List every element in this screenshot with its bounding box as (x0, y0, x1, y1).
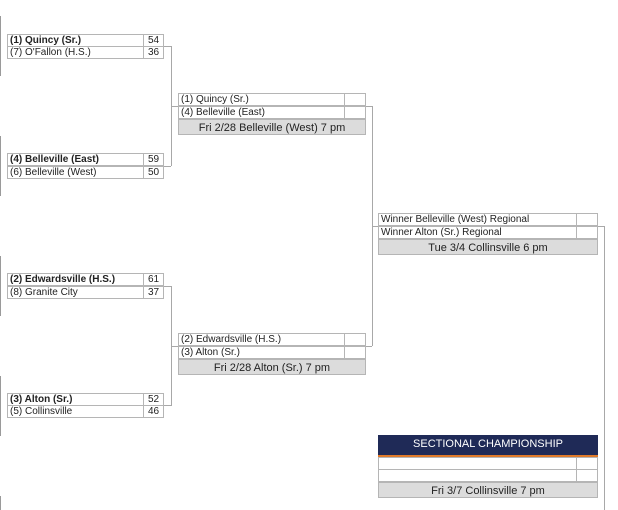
bracket-connector (366, 106, 372, 107)
team-name: Winner Belleville (West) Regional (381, 214, 530, 225)
bracket-connector (171, 106, 178, 107)
team-score: 52 (143, 394, 163, 405)
team-name: Winner Alton (Sr.) Regional (381, 227, 502, 238)
left-edge-bar (0, 376, 1, 436)
team-name: (5) Collinsville (10, 406, 73, 417)
championship-banner: SECTIONAL CHAMPIONSHIP (378, 435, 598, 457)
bracket-connector (604, 226, 605, 510)
sectional-slot-top[interactable]: Winner Belleville (West) Regional (378, 213, 598, 226)
team-score (576, 227, 597, 238)
team-score: 54 (143, 35, 163, 46)
semi1-game-info: Fri 2/28 Belleville (West) 7 pm (178, 119, 366, 135)
team-score (576, 458, 597, 469)
team-name: (2) Edwardsville (H.S.) (181, 334, 282, 345)
round1-slot-ofallon[interactable]: (7) O'Fallon (H.S.) 36 (7, 46, 164, 59)
team-score: 50 (143, 167, 163, 178)
team-score: 46 (143, 406, 163, 417)
championship-slot-bottom[interactable] (378, 469, 598, 482)
team-score: 37 (143, 287, 163, 298)
left-edge-bar (0, 136, 1, 196)
sectional-game-info: Tue 3/4 Collinsville 6 pm (378, 239, 598, 255)
round1-slot-granite-city[interactable]: (8) Granite City 37 (7, 286, 164, 299)
round1-slot-belleville-east[interactable]: (4) Belleville (East) 59 (7, 153, 164, 166)
semi2-slot-bottom[interactable]: (3) Alton (Sr.) (178, 346, 366, 359)
bracket-connector (366, 346, 372, 347)
bracket-connector (164, 166, 171, 167)
team-score (576, 470, 597, 481)
bracket-connector (164, 46, 171, 47)
semi1-slot-top[interactable]: (1) Quincy (Sr.) (178, 93, 366, 106)
team-score: 59 (143, 154, 163, 165)
team-name: (1) Quincy (Sr.) (181, 94, 249, 105)
team-name (379, 458, 381, 469)
team-score (344, 107, 365, 118)
championship-game-info: Fri 3/7 Collinsville 7 pm (378, 482, 598, 498)
team-name: (8) Granite City (10, 287, 78, 298)
round1-slot-collinsville[interactable]: (5) Collinsville 46 (7, 405, 164, 418)
team-name: (2) Edwardsville (H.S.) (10, 274, 116, 285)
semi1-slot-bottom[interactable]: (4) Belleville (East) (178, 106, 366, 119)
round1-slot-belleville-west[interactable]: (6) Belleville (West) 50 (7, 166, 164, 179)
team-score: 36 (143, 47, 163, 58)
bracket-connector (164, 405, 171, 406)
team-score (344, 94, 365, 105)
bracket-connector (598, 226, 604, 227)
team-name: (1) Quincy (Sr.) (10, 35, 82, 46)
team-score (344, 334, 365, 345)
bracket-connector (164, 286, 171, 287)
team-score (344, 347, 365, 358)
team-score: 61 (143, 274, 163, 285)
sectional-slot-bottom[interactable]: Winner Alton (Sr.) Regional (378, 226, 598, 239)
left-edge-bar (0, 16, 1, 76)
semi2-slot-top[interactable]: (2) Edwardsville (H.S.) (178, 333, 366, 346)
team-name: (7) O'Fallon (H.S.) (10, 47, 91, 58)
team-name (379, 470, 381, 481)
bracket-connector (372, 226, 378, 227)
team-name: (4) Belleville (East) (181, 107, 265, 118)
semi2-game-info: Fri 2/28 Alton (Sr.) 7 pm (178, 359, 366, 375)
team-name: (4) Belleville (East) (10, 154, 99, 165)
left-edge-bar (0, 496, 1, 510)
team-name: (6) Belleville (West) (10, 167, 97, 178)
team-name: (3) Alton (Sr.) (10, 394, 73, 405)
team-name: (3) Alton (Sr.) (181, 347, 240, 358)
team-score (576, 214, 597, 225)
round1-slot-edwardsville[interactable]: (2) Edwardsville (H.S.) 61 (7, 273, 164, 286)
bracket-connector (171, 346, 178, 347)
left-edge-bar (0, 256, 1, 316)
